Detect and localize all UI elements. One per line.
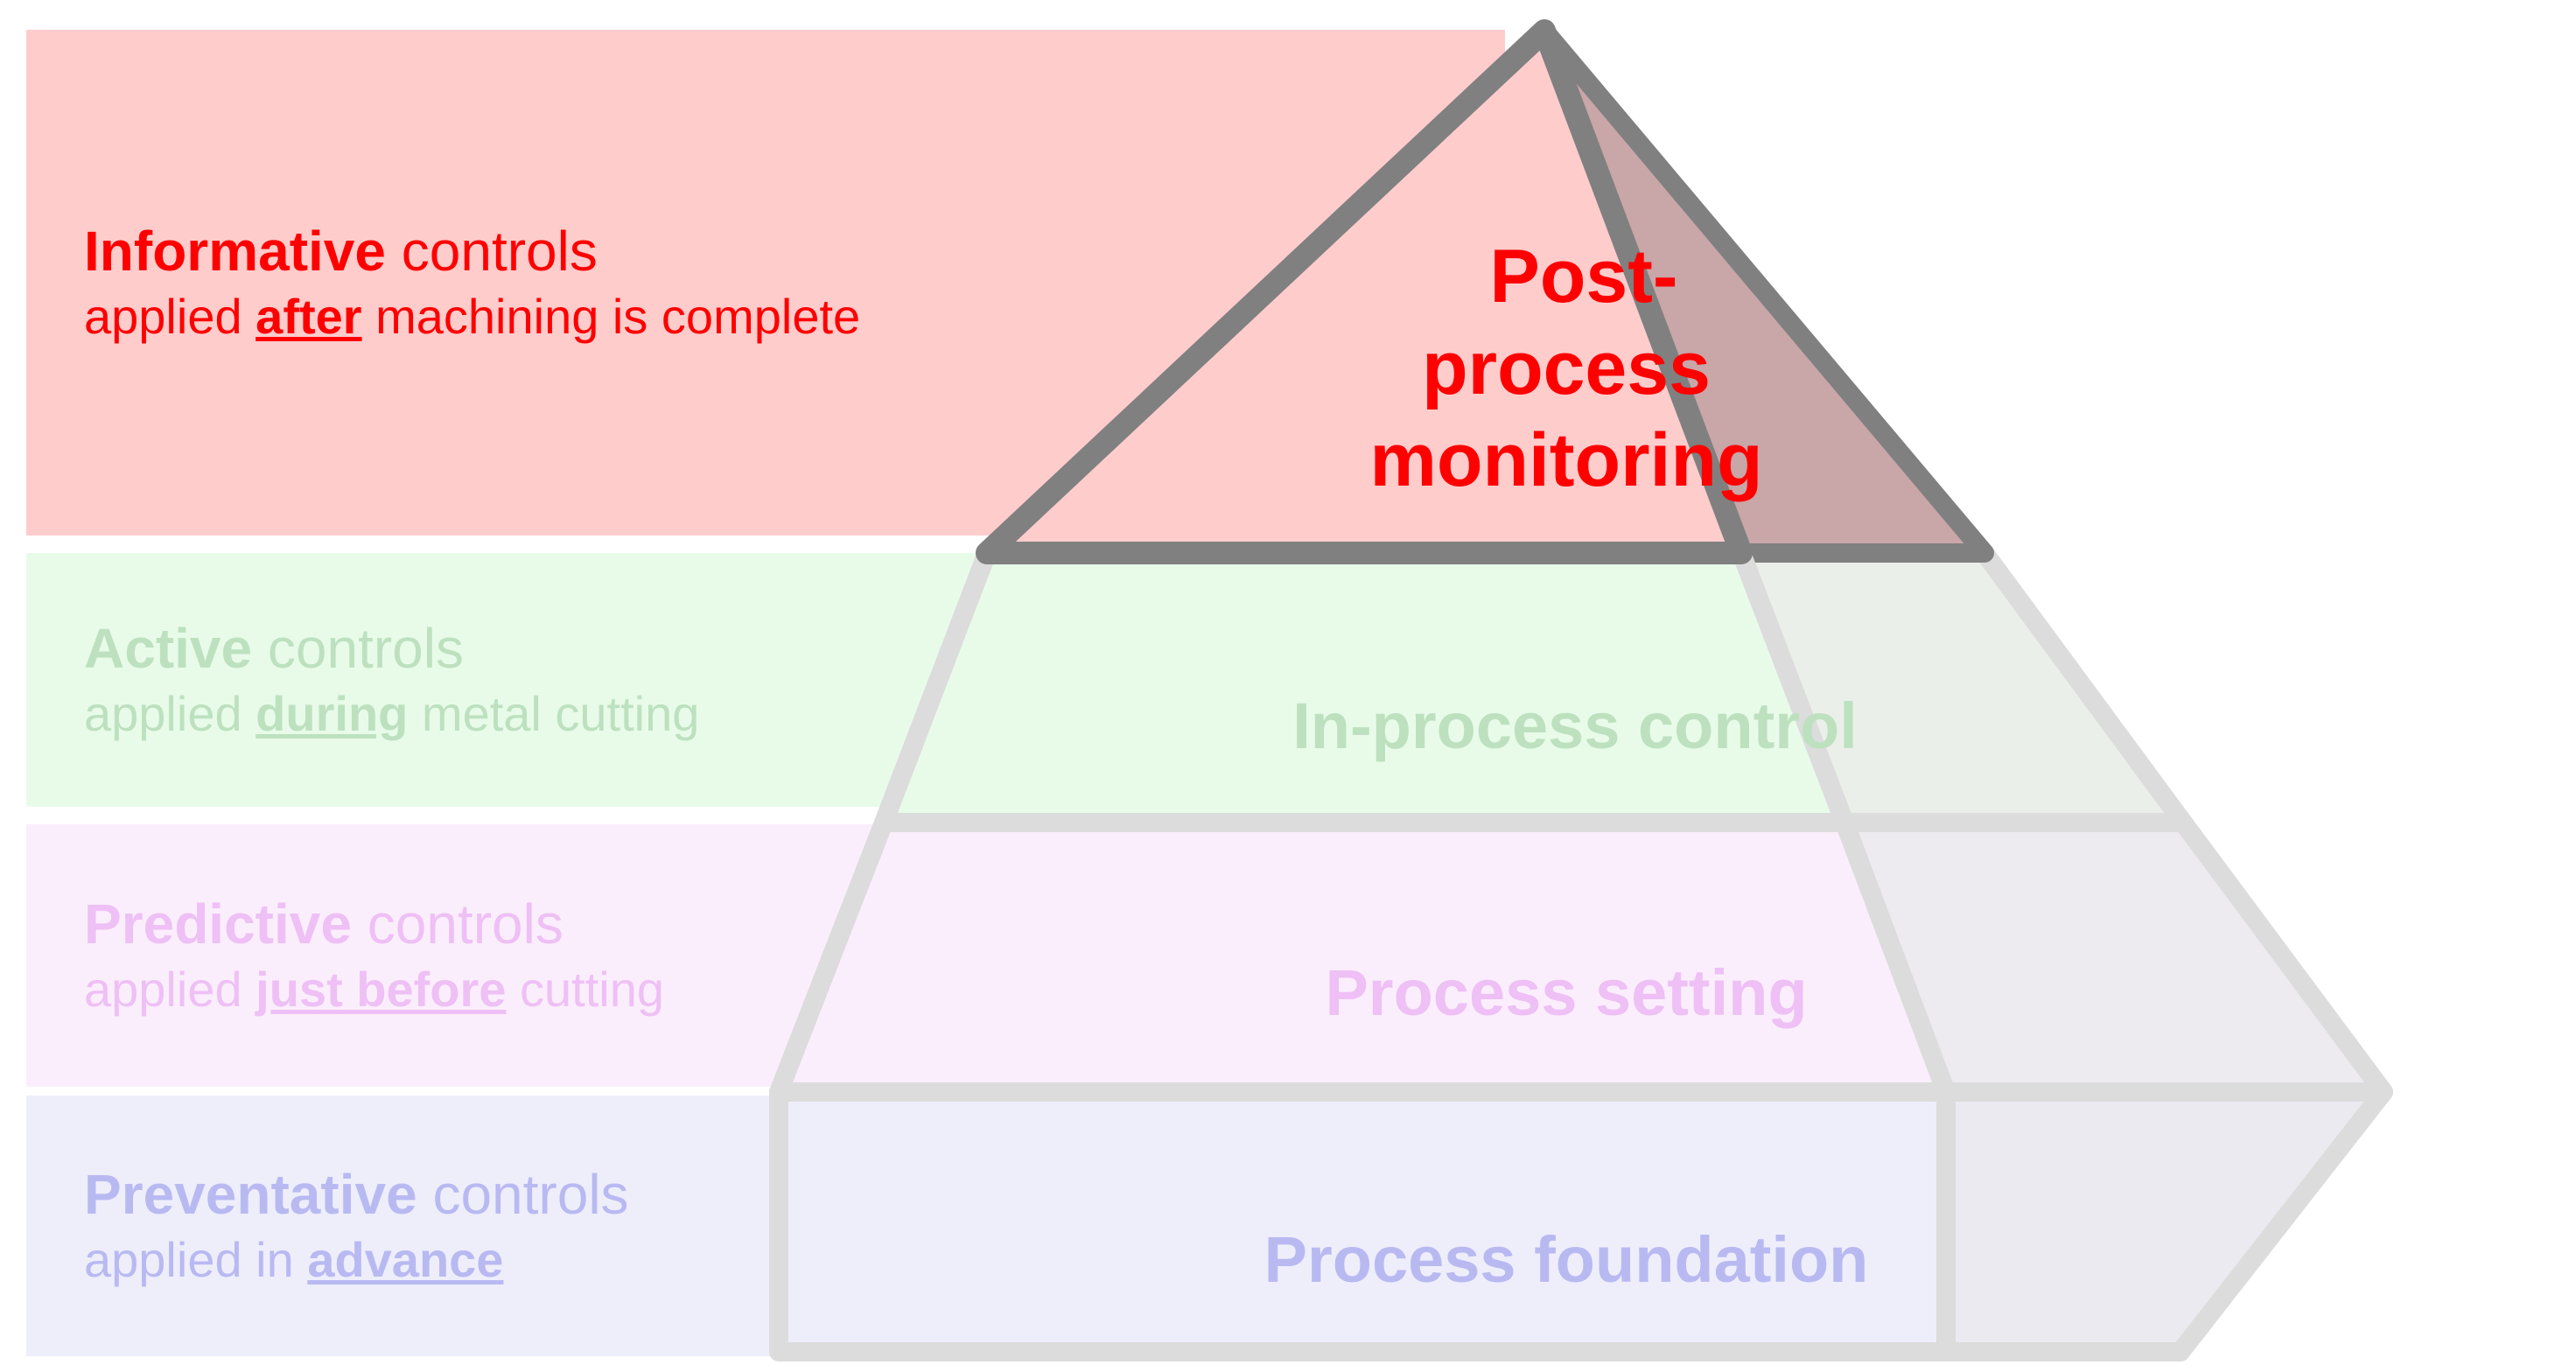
- band-preventative-heading-rest: controls: [416, 1163, 629, 1227]
- band-informative-heading: Informative controls: [84, 220, 1505, 284]
- band-active-sub-pre: applied: [84, 686, 256, 741]
- band-active-sub-emph: during: [256, 686, 409, 741]
- band-informative-sub-post: machining is complete: [361, 289, 861, 344]
- pyramid-apex-label-line2: process: [1422, 326, 1711, 410]
- band-predictive-heading: Predictive controls: [84, 892, 1505, 956]
- band-active[interactable]: Active controls applied during metal cut…: [26, 553, 1505, 807]
- band-active-heading-bold: Active: [84, 617, 253, 681]
- band-active-sub-post: metal cutting: [408, 686, 700, 741]
- band-preventative-heading-bold: Preventative: [84, 1163, 417, 1227]
- band-informative[interactable]: Informative controls applied after machi…: [26, 30, 1505, 536]
- band-preventative-sub-pre: applied in: [84, 1232, 308, 1287]
- pyramid-tier-setting-label: Process setting: [1325, 956, 1807, 1029]
- band-informative-heading-bold: Informative: [84, 220, 386, 284]
- band-active-heading-rest: controls: [252, 617, 464, 681]
- band-informative-sub-pre: applied: [84, 289, 256, 344]
- pyramid-apex-label-line3: monitoring: [1369, 418, 1762, 502]
- band-preventative-heading: Preventative controls: [84, 1163, 1505, 1227]
- band-active-subtext: applied during metal cutting: [84, 686, 1505, 743]
- band-predictive-sub-post: cutting: [506, 962, 664, 1017]
- band-active-heading: Active controls: [84, 617, 1505, 681]
- pyramid-apex-label-line1: Post-: [1490, 234, 1678, 318]
- band-informative-subtext: applied after machining is complete: [84, 289, 1505, 346]
- band-preventative-subtext: applied in advance: [84, 1232, 1505, 1289]
- pyramid-tier-inprocess-label: In-process control: [1292, 690, 1858, 762]
- band-predictive-sub-emph: just before: [256, 962, 507, 1017]
- band-predictive-sub-pre: applied: [84, 962, 256, 1017]
- band-informative-heading-rest: controls: [385, 220, 598, 284]
- pyramid-tier-foundation-label: Process foundation: [1264, 1223, 1869, 1296]
- band-predictive-heading-bold: Predictive: [84, 892, 352, 956]
- band-informative-sub-emph: after: [256, 289, 362, 344]
- band-predictive-heading-rest: controls: [351, 892, 564, 956]
- band-predictive-subtext: applied just before cutting: [84, 962, 1505, 1018]
- band-preventative-sub-emph: advance: [307, 1232, 504, 1287]
- band-predictive[interactable]: Predictive controls applied just before …: [26, 824, 1505, 1087]
